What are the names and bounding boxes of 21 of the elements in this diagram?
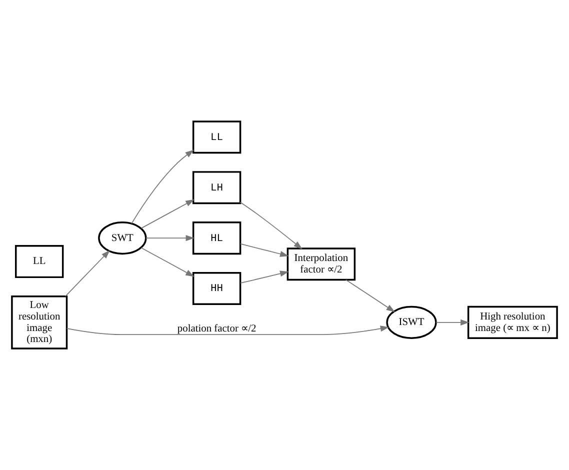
edge-label: polation factor ∝/2 xyxy=(177,324,256,335)
node-box: LH xyxy=(192,171,242,204)
arrow xyxy=(346,279,396,312)
arrow xyxy=(140,247,194,277)
arrow xyxy=(66,326,390,336)
node-box: HL xyxy=(192,222,242,255)
arrow xyxy=(240,270,289,284)
node-box: HH xyxy=(192,272,242,306)
node-box: LL xyxy=(15,245,64,278)
node-box: LL xyxy=(192,120,242,154)
node-ellipse: SWT xyxy=(98,222,147,255)
arrow xyxy=(65,250,110,297)
arrow xyxy=(146,235,194,242)
node-box: Low resolution image (mxn) xyxy=(11,295,68,350)
arrow xyxy=(131,150,194,224)
arrow xyxy=(240,243,289,257)
node-box: High resolution image (∝ mx ∝ n) xyxy=(467,306,558,339)
arrow xyxy=(436,319,470,326)
arrow xyxy=(140,199,194,229)
node-box: Interpolation factor ∝/2 xyxy=(286,248,356,281)
arrow xyxy=(240,202,302,250)
